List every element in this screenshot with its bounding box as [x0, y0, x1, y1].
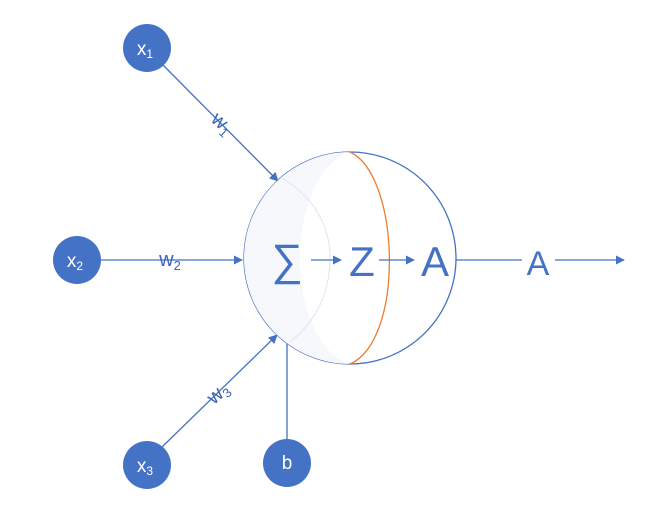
- bias-label: b: [282, 453, 293, 474]
- neuron-sum-region: [244, 152, 350, 364]
- a-label: A: [421, 238, 449, 285]
- input-node-x1: x1: [123, 24, 171, 72]
- input-x1-name: x: [137, 39, 147, 60]
- svg-text:w3: w3: [202, 378, 235, 411]
- edge-x1-to-neuron: [161, 63, 279, 182]
- svg-text:w2: w2: [158, 249, 181, 273]
- svg-text:x1: x1: [137, 39, 154, 61]
- weight-w2: w2: [158, 249, 181, 273]
- input-x3-sub: 3: [146, 464, 153, 478]
- input-x2-name: x: [67, 251, 77, 272]
- input-x1-sub: 1: [146, 47, 153, 61]
- weight-w2-name: w: [158, 249, 174, 271]
- weight-w3: w3: [202, 378, 235, 411]
- weight-w2-sub: 2: [174, 258, 181, 273]
- input-x3-name: x: [137, 456, 147, 477]
- sum-symbol: ∑: [271, 236, 302, 285]
- svg-text:x3: x3: [137, 456, 154, 478]
- z-label: Z: [349, 238, 375, 285]
- neuron-sum-divider: [281, 177, 331, 343]
- input-node-x3: x3: [123, 441, 171, 489]
- bias-node: b: [263, 439, 311, 487]
- output-label: A: [527, 245, 550, 283]
- edge-x3-to-neuron: [161, 334, 278, 448]
- input-x2-sub: 2: [76, 259, 83, 273]
- activation-arc: [349, 151, 390, 365]
- svg-text:x2: x2: [67, 251, 84, 273]
- input-node-x2: x2: [53, 236, 101, 284]
